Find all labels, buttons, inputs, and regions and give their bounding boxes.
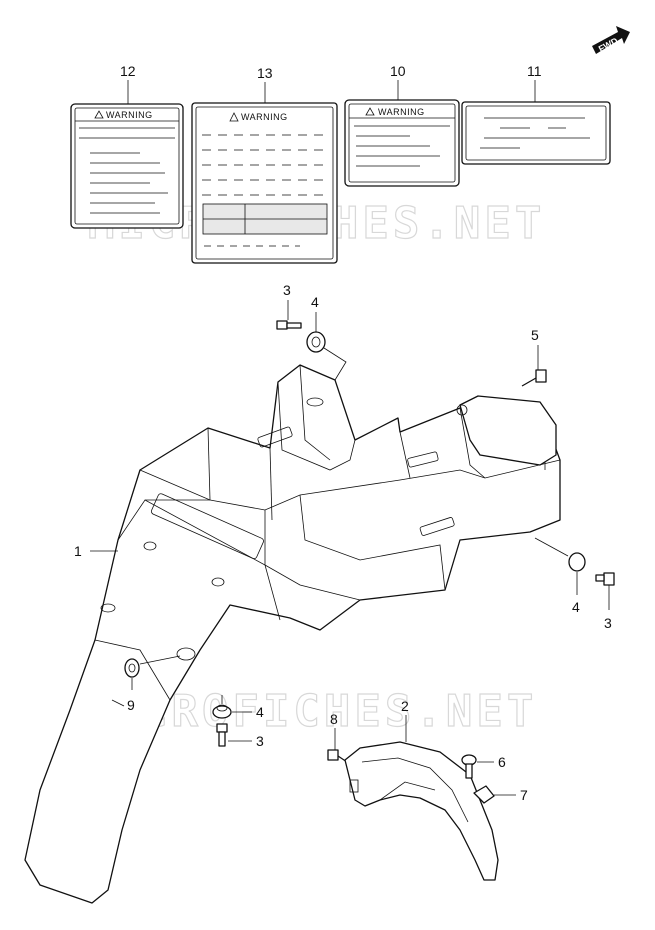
callout-3-bottom: 3 [256, 733, 264, 749]
callout-3-right: 3 [604, 615, 612, 631]
warning-label-10[interactable]: WARNING [344, 99, 460, 187]
label-13-warning-text: WARNING [241, 112, 288, 122]
label-11[interactable] [461, 101, 611, 165]
warning-label-13[interactable]: WARNING [191, 102, 338, 264]
bolt-5[interactable] [521, 369, 547, 387]
callout-8: 8 [330, 711, 338, 727]
callout-2: 2 [401, 698, 409, 714]
clip-7[interactable] [473, 785, 495, 804]
callout-4-bottom: 4 [256, 704, 264, 720]
callout-7: 7 [520, 787, 528, 803]
bolt-3-right[interactable] [595, 572, 615, 586]
callout-3-top: 3 [283, 282, 291, 298]
grommet-4-top[interactable] [306, 331, 326, 353]
nut-4-bottom[interactable] [212, 704, 232, 719]
mud-guard-part-2[interactable] [344, 741, 499, 881]
callout-5: 5 [531, 327, 539, 343]
callout-6: 6 [498, 754, 506, 770]
rear-fender-part-1[interactable] [24, 364, 561, 904]
callout-4-right: 4 [572, 599, 580, 615]
fwd-arrow-icon: FWD [592, 26, 630, 54]
callout-13: 13 [257, 65, 273, 81]
bolt-3-top[interactable] [276, 320, 302, 330]
callout-1: 1 [74, 543, 82, 559]
callout-12: 12 [120, 63, 136, 79]
screw-6[interactable] [461, 754, 477, 779]
label-12-warning-text: WARNING [106, 110, 153, 120]
bolt-3-bottom[interactable] [216, 723, 228, 747]
warning-label-12[interactable]: WARNING [70, 103, 184, 229]
callout-9: 9 [127, 697, 135, 713]
callout-4-top: 4 [311, 294, 319, 310]
callout-10: 10 [390, 63, 406, 79]
label-10-warning-text: WARNING [378, 107, 425, 117]
grommet-4-right[interactable] [568, 552, 586, 572]
callout-11: 11 [527, 63, 542, 79]
washer-9[interactable] [124, 658, 140, 678]
